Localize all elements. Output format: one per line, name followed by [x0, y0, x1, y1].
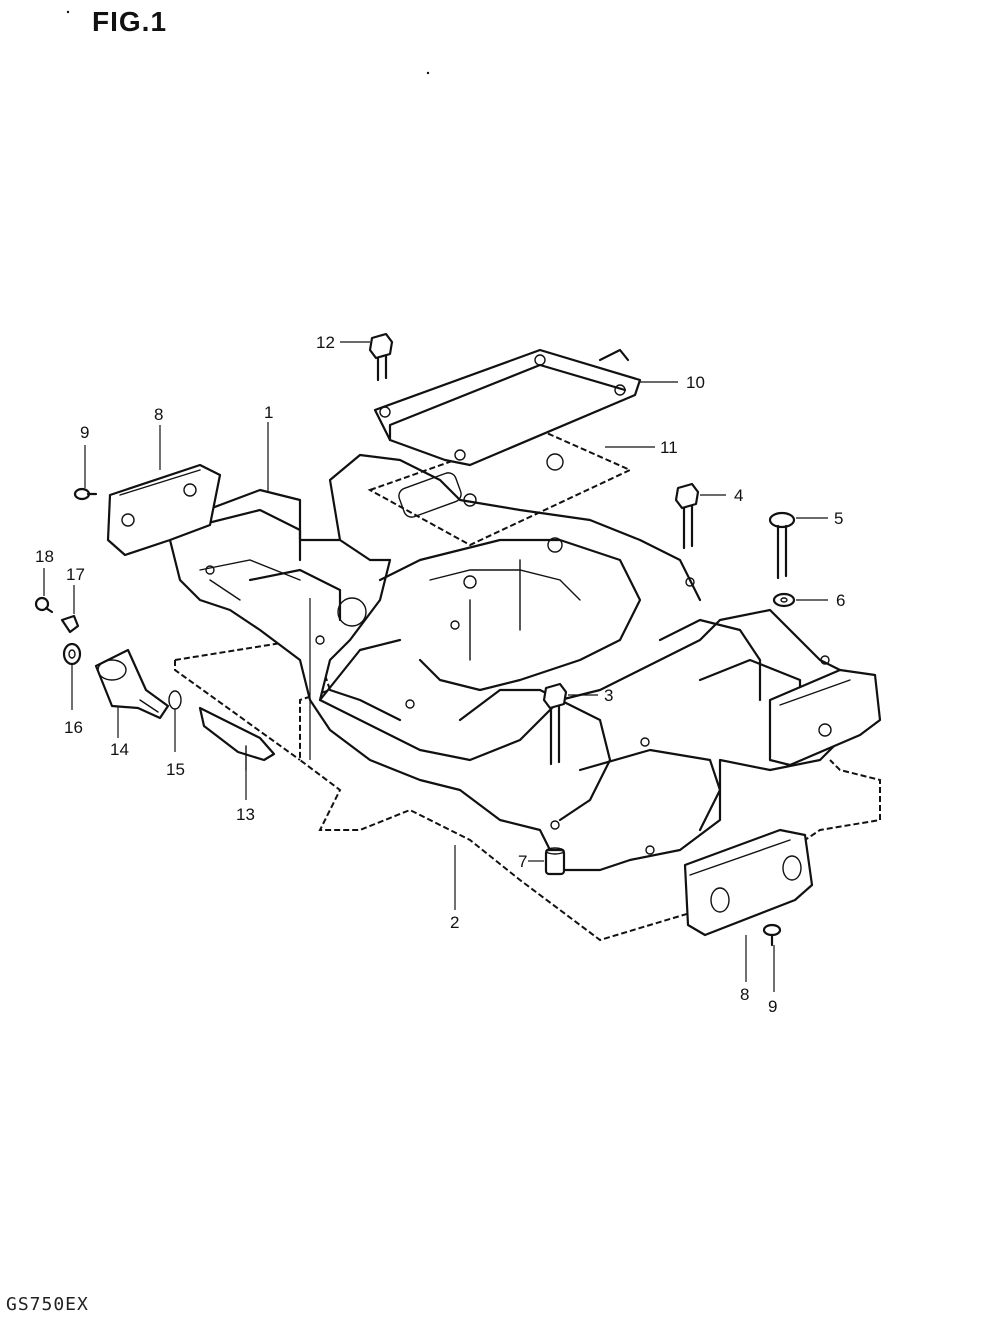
callout-15: 15	[166, 760, 185, 779]
callout-14: 14	[110, 740, 129, 759]
scan-speck	[426, 71, 430, 75]
callout-12: 12	[316, 333, 335, 352]
callout-8-left: 8	[154, 405, 163, 424]
part-13-sensor	[198, 706, 276, 771]
part-9-screw-left	[73, 487, 98, 501]
callout-3: 3	[604, 686, 613, 705]
part-18-screw	[34, 596, 54, 614]
callout-7: 7	[518, 852, 527, 871]
callout-1: 1	[264, 403, 273, 422]
part-9-screw-right	[762, 923, 782, 947]
callout-9-right: 9	[768, 997, 777, 1016]
callout-labels: 12 10 11 4 5 6 3 7 8 9 1 18 17 16 14 15 …	[35, 333, 845, 1016]
part-7-dowel	[544, 847, 566, 876]
part-8-end-cap-right	[683, 828, 814, 937]
tappet-cover-right	[768, 668, 882, 767]
callout-13: 13	[236, 805, 255, 824]
callout-8-right: 8	[740, 985, 749, 1004]
callout-17: 17	[66, 565, 85, 584]
part-3-bolt	[542, 682, 568, 766]
figure-title: FIG.1	[92, 6, 168, 37]
part-5-bolt	[768, 511, 796, 580]
part-14-housing	[94, 648, 170, 720]
part-16-seal	[62, 642, 82, 666]
part-4-bolt	[674, 482, 700, 550]
callout-16: 16	[64, 718, 83, 737]
part-6-washer	[772, 592, 796, 608]
part-10-breather-cover	[373, 348, 642, 467]
model-code: GS750EX	[6, 1294, 89, 1315]
callout-18: 18	[35, 547, 54, 566]
part-17-clamp	[60, 614, 80, 634]
callout-4: 4	[734, 486, 743, 505]
scan-speck	[66, 10, 70, 14]
part-1-head-cover	[168, 453, 872, 872]
part-15-o-ring	[168, 690, 182, 710]
callout-5: 5	[834, 509, 843, 528]
callout-9-left: 9	[80, 423, 89, 442]
part-12-bolt	[368, 332, 394, 382]
callout-6: 6	[836, 591, 845, 610]
leader-lines	[43, 341, 828, 992]
callout-11: 11	[660, 438, 678, 457]
callout-10: 10	[686, 373, 705, 392]
part-8-end-cap-left	[106, 463, 222, 557]
callout-2: 2	[450, 913, 459, 932]
